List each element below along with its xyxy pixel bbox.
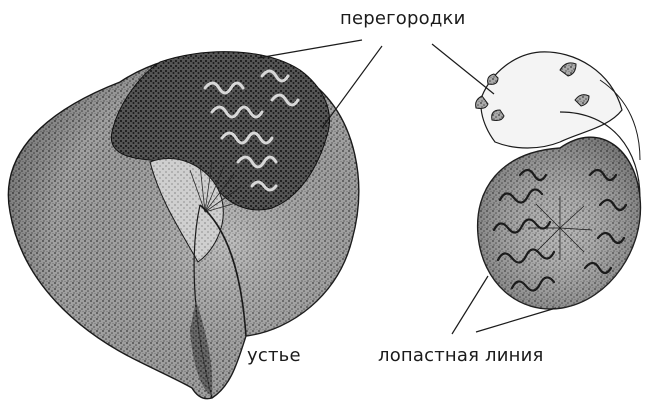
leader-suture-2 (476, 308, 556, 332)
leader-septa-right (432, 44, 494, 94)
left-shell (8, 52, 358, 399)
leader-septa-left-1 (258, 40, 362, 58)
right-shell-top-septa (481, 52, 622, 148)
label-septa: перегородки (340, 8, 465, 29)
right-shell (476, 52, 641, 309)
label-suture-line: лопастная линия (378, 345, 544, 366)
leader-septa-left-2 (322, 46, 382, 128)
leader-suture-1 (452, 276, 488, 334)
label-aperture: устье (247, 345, 301, 366)
